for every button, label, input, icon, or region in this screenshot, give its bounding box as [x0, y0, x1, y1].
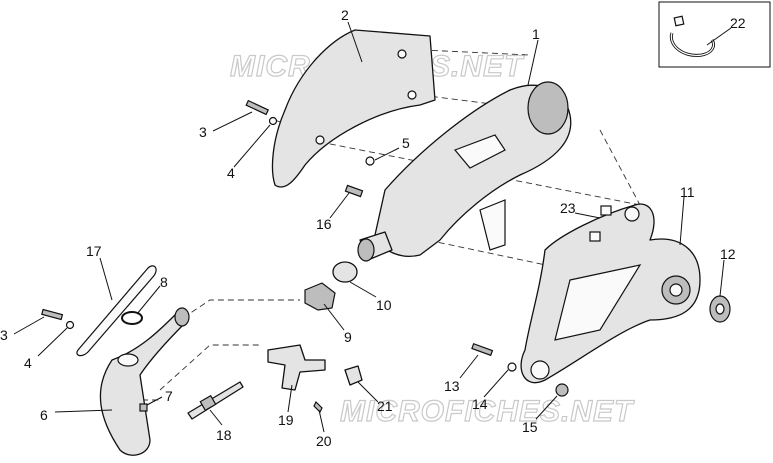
callout-22: 22: [730, 15, 746, 31]
washer-part-4-top: [268, 116, 278, 126]
callout-20: 20: [316, 433, 332, 449]
exhaust-manifold-part-6: [99, 307, 190, 456]
bolt-part-13: [471, 342, 494, 357]
callout-2: 2: [341, 7, 349, 23]
washer-part-5: [365, 156, 375, 166]
sleeve-part-10: [332, 261, 358, 283]
nut-part-15: [555, 383, 569, 397]
clamp-nut-part-21: [344, 365, 363, 386]
callout-19: 19: [278, 412, 294, 428]
swingarm-bracket-part-11: [520, 203, 701, 384]
callout-12: 12: [720, 246, 736, 262]
leader-lines: [13, 21, 725, 433]
nut-part-7: [139, 403, 148, 412]
bolt-part-3-bottom: [41, 308, 64, 321]
gasket-strip-part-17: [76, 265, 157, 357]
seal-ring-part-8: [121, 311, 143, 325]
muffler-part-1: [357, 81, 572, 262]
watermark-bottom: MICROFICHES.NET: [340, 395, 635, 428]
bolt-part-16: [344, 184, 364, 198]
screw-part-20: [313, 400, 323, 414]
sensor-part-18: [187, 381, 244, 420]
callout-labels: 1 2 3 4 5 16 22 11 23 12 17 8 10 9 3 4 6…: [0, 7, 746, 449]
inset-box-part-22: [658, 1, 771, 68]
callout-1: 1: [532, 26, 540, 42]
callout-18: 18: [216, 427, 232, 443]
callout-7: 7: [165, 388, 173, 404]
callout-21: 21: [377, 398, 393, 414]
callout-3-top: 3: [199, 124, 207, 140]
clamp-part-9: [304, 282, 336, 311]
callout-15: 15: [522, 419, 538, 435]
callout-17: 17: [86, 243, 102, 259]
callout-4-top: 4: [227, 165, 235, 181]
callout-3-bottom: 3: [0, 327, 8, 343]
callout-11: 11: [680, 184, 695, 200]
callout-16: 16: [316, 216, 332, 232]
heat-shield-part-2: [271, 29, 436, 188]
callout-6: 6: [40, 407, 48, 423]
callout-5: 5: [402, 135, 410, 151]
callout-9: 9: [344, 329, 352, 345]
washer-part-4-bottom: [65, 320, 75, 330]
callout-23: 23: [560, 200, 576, 216]
mounting-bracket-part-19: [267, 344, 326, 391]
callout-13: 13: [444, 378, 460, 394]
callout-8: 8: [160, 274, 168, 290]
clip-part-23: [589, 205, 612, 242]
callout-14: 14: [472, 396, 488, 412]
bolt-part-3-top: [245, 99, 270, 116]
callout-4-bottom: 4: [24, 355, 32, 371]
washer-part-14: [507, 362, 517, 372]
washer-part-12: [709, 295, 731, 323]
callout-10: 10: [376, 297, 392, 313]
